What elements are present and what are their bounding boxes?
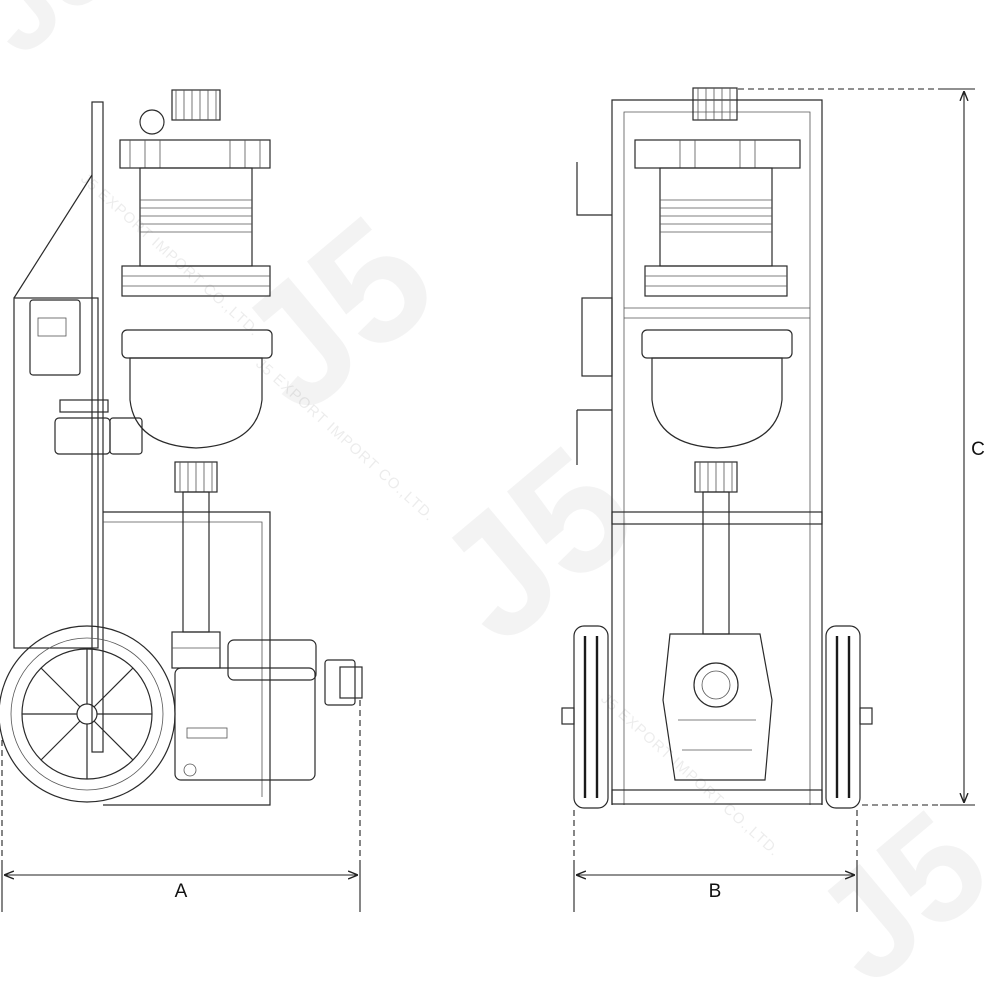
front-bracket-bottom xyxy=(576,409,612,465)
front-axle-left xyxy=(561,707,575,725)
front-filter-upper xyxy=(659,167,773,267)
side-switch-window xyxy=(37,317,67,337)
front-view xyxy=(561,87,873,809)
front-pump-body xyxy=(662,633,773,781)
side-panel-slope xyxy=(13,174,93,299)
side-wheel-outer xyxy=(0,625,176,803)
dimension-a: A xyxy=(1,700,361,912)
front-filter-flange xyxy=(644,265,788,297)
side-pump-label xyxy=(186,727,228,739)
watermark-text-2: J5 EXPORT IMPORT CO.,LTD. xyxy=(597,690,783,860)
side-filter-bowl xyxy=(129,357,263,449)
front-filter-lid xyxy=(634,139,801,169)
front-filter-clamp xyxy=(641,329,793,359)
front-pipe xyxy=(702,491,730,635)
front-frame xyxy=(611,99,823,805)
side-handle-bar xyxy=(91,101,104,753)
front-axle-right xyxy=(859,707,873,725)
side-frame xyxy=(103,511,271,806)
side-pressure-gauge xyxy=(139,109,165,135)
side-valve-body xyxy=(54,417,111,455)
watermark-logo-4: J5 xyxy=(0,0,139,80)
side-filter-flange xyxy=(121,265,271,297)
front-base-bar xyxy=(611,789,823,805)
dimension-b: B xyxy=(573,810,858,912)
front-crossbar xyxy=(611,511,823,525)
side-pipe xyxy=(182,491,210,633)
side-filter-lid xyxy=(119,139,271,169)
side-switch-box xyxy=(29,299,81,376)
dimension-b-label: B xyxy=(709,881,722,902)
watermark-logo-3: J5 xyxy=(783,779,1000,1000)
side-valve-union xyxy=(109,417,143,455)
watermark-logo-2: J5 xyxy=(402,411,669,678)
front-wheel-right xyxy=(825,625,861,809)
watermark-text-3: J5 EXPORT IMPORT CO.,LTD. xyxy=(77,170,263,340)
front-bracket-top xyxy=(576,162,612,216)
front-wheel-left xyxy=(573,625,609,809)
front-top-coupling xyxy=(692,87,738,121)
front-pump-port xyxy=(693,662,739,708)
side-pump-strainer xyxy=(227,639,317,681)
side-wheel-spokes xyxy=(22,649,152,779)
dimension-c-label: C xyxy=(971,439,985,460)
side-pump-body xyxy=(174,667,316,781)
side-outlet-union xyxy=(324,659,356,706)
dimension-a-label: A xyxy=(175,881,188,902)
dimension-c: C xyxy=(738,88,985,806)
side-pump-coupling xyxy=(171,631,221,669)
side-electric-panel xyxy=(13,297,99,649)
side-top-coupling xyxy=(171,89,221,121)
front-filter-bowl xyxy=(651,357,783,449)
side-valve-handle xyxy=(59,399,109,413)
front-electric-box xyxy=(581,297,613,377)
side-view xyxy=(0,89,363,806)
